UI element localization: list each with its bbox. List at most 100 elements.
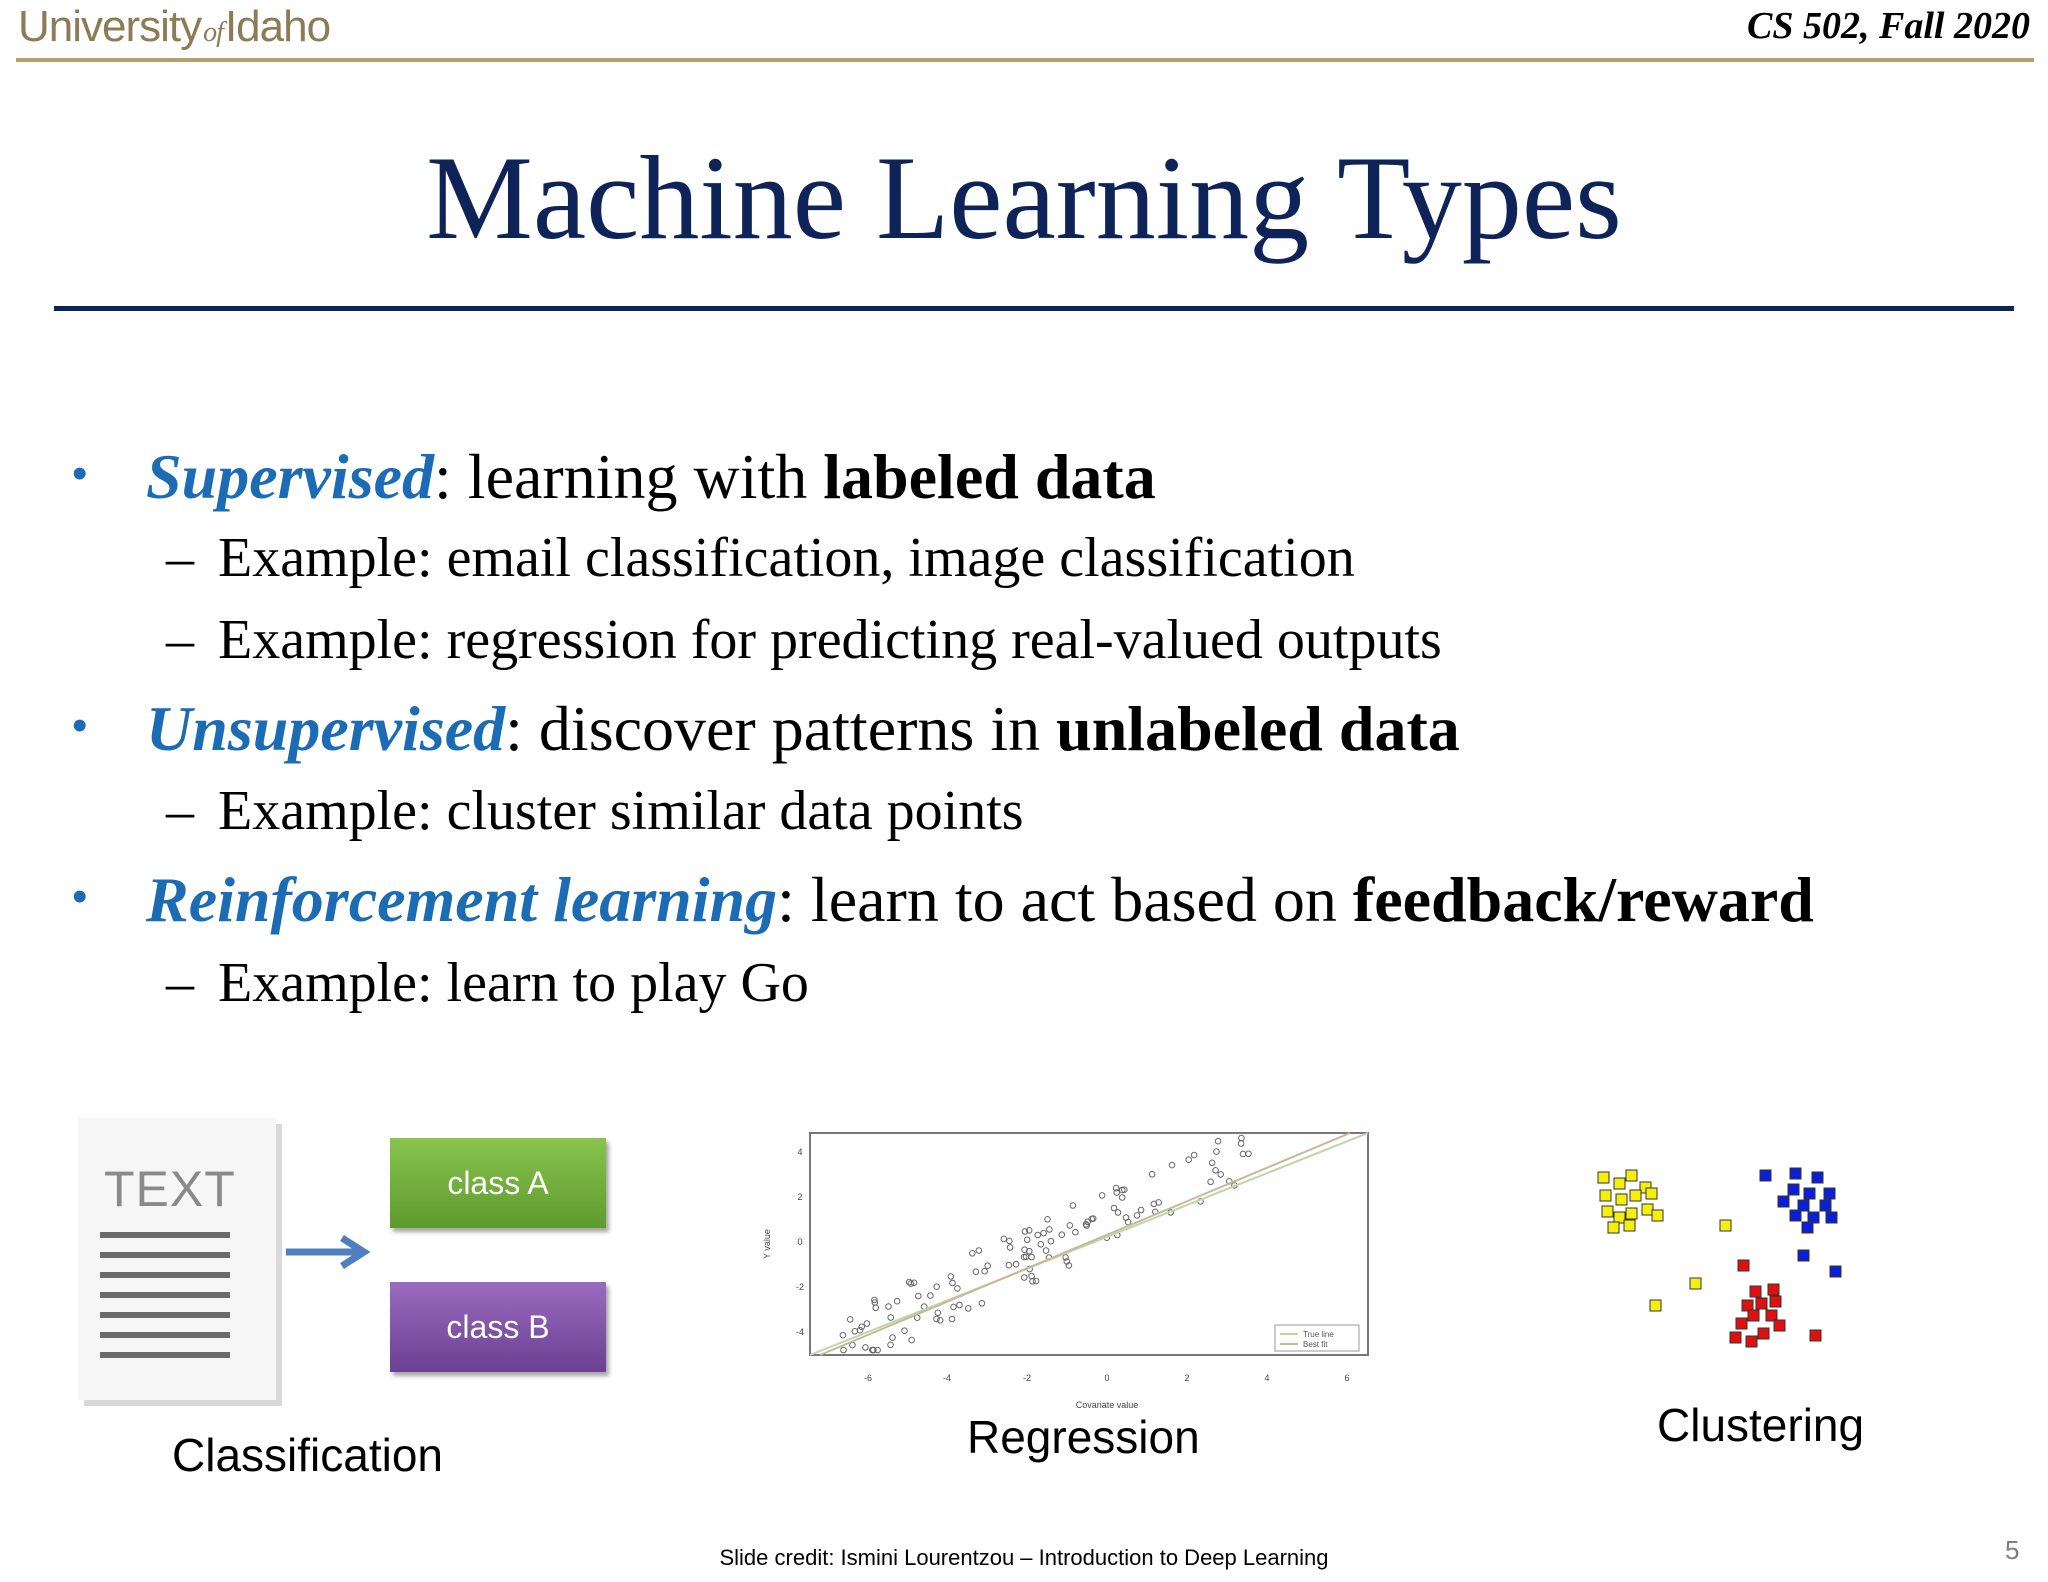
- red-cluster-point: [1767, 1283, 1780, 1296]
- y-tick: -4: [796, 1327, 804, 1337]
- blue-cluster-point: [1789, 1167, 1802, 1180]
- best-fit-line: [819, 1132, 1351, 1356]
- scatter-point: [1237, 1140, 1245, 1147]
- course-label: CS 502, Fall 2020: [1747, 5, 2030, 47]
- page-number: 5: [2005, 1535, 2020, 1565]
- x-tick: 0: [1104, 1373, 1109, 1383]
- scatter-point: [1042, 1247, 1050, 1254]
- sub-bullet: –Example: email classification, image cl…: [166, 527, 1355, 589]
- class-b-box: class B: [390, 1282, 606, 1372]
- scatter-point: [948, 1315, 956, 1323]
- scatter-point: [1037, 1241, 1045, 1248]
- red-cluster-point: [1749, 1285, 1762, 1298]
- scatter-point: [887, 1314, 894, 1321]
- scatter-point: [908, 1336, 915, 1344]
- slide-title: Machine Learning Types: [426, 131, 1622, 264]
- scatter-point: [927, 1292, 934, 1299]
- scatter-point: [1212, 1167, 1219, 1174]
- scatter-point: [1065, 1262, 1073, 1269]
- yellow-cluster-point: [1597, 1171, 1610, 1184]
- yellow-cluster-point: [1629, 1189, 1642, 1202]
- regression-caption: Regression: [967, 1411, 1200, 1463]
- yellow-cluster-point: [1599, 1189, 1612, 1202]
- scatter-point: [907, 1280, 915, 1287]
- blue-cluster-point: [1759, 1169, 1772, 1182]
- yellow-cluster-point: [1613, 1177, 1626, 1190]
- scatter-point: [1118, 1194, 1126, 1201]
- red-cluster-point: [1769, 1295, 1782, 1308]
- scatter-point: [1066, 1222, 1074, 1229]
- scatter-point: [1083, 1222, 1091, 1229]
- blue-cluster-point: [1819, 1199, 1832, 1212]
- blue-cluster-point: [1797, 1249, 1810, 1262]
- x-tick: 6: [1344, 1373, 1349, 1383]
- red-cluster-point: [1765, 1309, 1778, 1322]
- y-tick: 2: [797, 1192, 802, 1202]
- red-cluster-point: [1735, 1317, 1748, 1330]
- red-cluster-point: [1729, 1331, 1742, 1344]
- scatter-point: [893, 1297, 901, 1305]
- scatter-point: [965, 1305, 972, 1312]
- scatter-point: [954, 1285, 961, 1292]
- red-cluster-point: [1809, 1329, 1822, 1342]
- scatter-point: [1012, 1260, 1020, 1268]
- yellow-cluster-point: [1601, 1205, 1614, 1218]
- scatter-point: [1190, 1151, 1198, 1159]
- sub-bullet: –Example: regression for predicting real…: [166, 609, 1442, 671]
- red-cluster-point: [1741, 1299, 1754, 1312]
- scatter-point: [934, 1309, 942, 1317]
- y-tick: 4: [797, 1147, 802, 1157]
- bullet-reinforcement: •Reinforcement learning: learn to act ba…: [72, 864, 1814, 935]
- scatter-point: [1044, 1216, 1051, 1223]
- scatter-point: [1113, 1189, 1121, 1196]
- yellow-cluster-point: [1649, 1299, 1662, 1312]
- yellow-cluster-point: [1625, 1169, 1638, 1182]
- scatter-point: [1025, 1227, 1033, 1234]
- legend-best-fit: Best fit: [1303, 1340, 1328, 1349]
- scatter-point: [1028, 1253, 1035, 1261]
- legend-true-line: True line: [1303, 1330, 1334, 1339]
- scatter-point: [969, 1250, 976, 1257]
- scatter-point: [1185, 1156, 1193, 1164]
- y-tick: -2: [796, 1282, 804, 1292]
- scatter-point: [1040, 1229, 1047, 1237]
- scatter-point: [1072, 1228, 1079, 1236]
- scatter-point: [1208, 1159, 1216, 1167]
- scatter-point: [840, 1346, 847, 1354]
- clustering-caption: Clustering: [1657, 1399, 1865, 1451]
- scatter-point: [975, 1247, 983, 1254]
- blue-cluster-point: [1801, 1221, 1814, 1234]
- x-tick: 4: [1264, 1373, 1269, 1383]
- blue-cluster-point: [1807, 1211, 1820, 1224]
- scatter-point: [1110, 1204, 1118, 1212]
- scatter-point: [949, 1279, 956, 1287]
- document-line: [100, 1312, 230, 1318]
- bullet-dot-icon: •: [72, 449, 88, 498]
- scatter-point: [1034, 1231, 1042, 1239]
- header-divider: [16, 58, 2034, 62]
- scatter-point: [1213, 1148, 1220, 1155]
- x-tick: -2: [1023, 1373, 1031, 1383]
- classification-caption: Classification: [172, 1429, 443, 1481]
- blue-cluster-point: [1825, 1211, 1838, 1224]
- scatter-point: [1023, 1236, 1031, 1244]
- scatter-point: [1005, 1261, 1013, 1269]
- scatter-point: [1168, 1161, 1176, 1169]
- scatter-point: [1137, 1206, 1145, 1214]
- bullet-dot-icon: •: [72, 701, 88, 750]
- scatter-point: [978, 1300, 986, 1307]
- red-cluster-point: [1737, 1259, 1750, 1272]
- scatter-point: [885, 1303, 892, 1310]
- red-cluster-point: [1773, 1319, 1786, 1332]
- yellow-cluster-point: [1625, 1207, 1638, 1220]
- class-a-box: class A: [390, 1138, 606, 1228]
- blue-cluster-point: [1803, 1187, 1816, 1200]
- scatter-point: [947, 1273, 955, 1280]
- scatter-point: [851, 1328, 859, 1335]
- blue-cluster-point: [1797, 1199, 1810, 1212]
- title-divider: [54, 306, 2014, 311]
- bullet-unsupervised: •Unsupervised: discover patterns in unla…: [72, 693, 1460, 764]
- red-cluster-point: [1757, 1327, 1770, 1340]
- scatter-point: [1098, 1192, 1106, 1199]
- scatter-point: [1133, 1212, 1141, 1219]
